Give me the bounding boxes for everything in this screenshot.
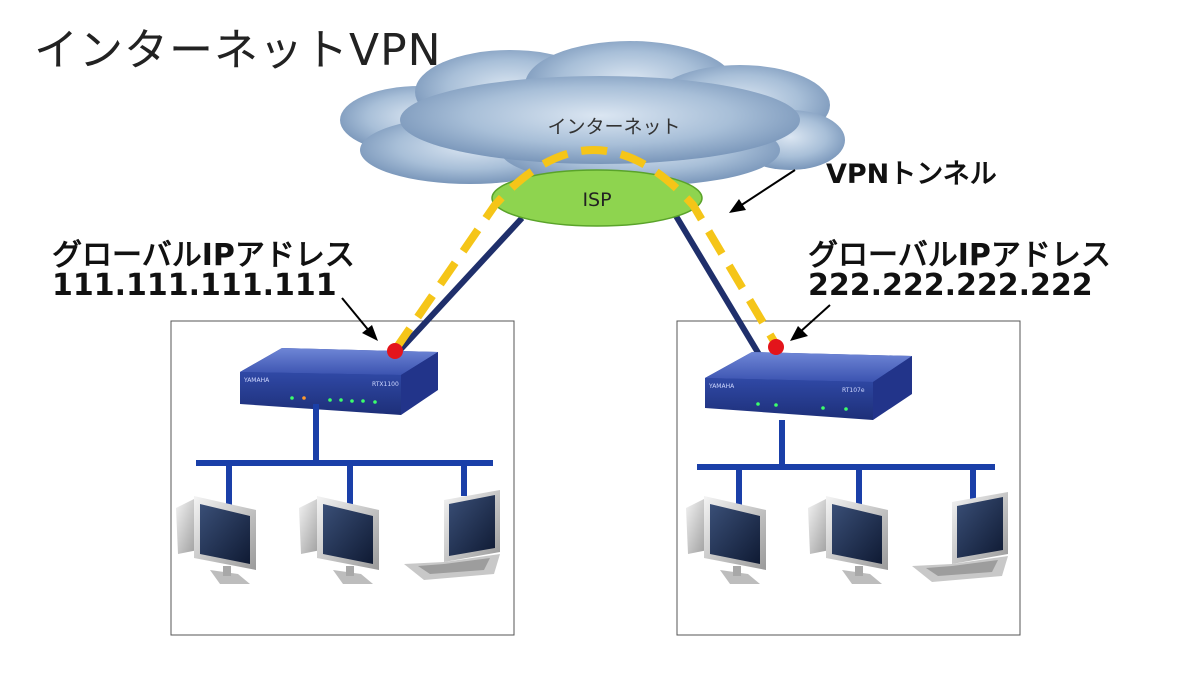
left-desktop-pc-1 <box>176 496 256 584</box>
left-router-brand: YAMAHA <box>243 377 270 384</box>
left-lan <box>196 404 493 506</box>
left-global-ip-address: 111.111.111.111 <box>52 268 337 303</box>
right-lan <box>697 420 995 506</box>
left-laptop-pc <box>404 490 500 580</box>
cloud-label: インターネット <box>547 116 680 138</box>
vpn-tunnel-label: VPNトンネル <box>826 159 997 190</box>
vpn-tunnel <box>391 146 782 353</box>
right-global-ip-endpoint <box>768 339 784 355</box>
left-wan-line <box>397 215 525 353</box>
right-router-brand: YAMAHA <box>708 383 735 390</box>
internet-cloud <box>340 41 845 186</box>
right-global-ip-address: 222.222.222.222 <box>808 268 1093 303</box>
right-ip-arrow <box>790 304 831 341</box>
isp-label: ISP <box>582 189 611 211</box>
left-global-ip-label: グローバルIPアドレス <box>52 238 355 273</box>
right-wan-line <box>673 214 763 358</box>
left-ip-arrow <box>341 297 378 341</box>
right-site-box <box>676 320 1021 636</box>
diagram-title: インターネットVPN <box>34 25 442 76</box>
right-laptop-pc <box>912 492 1008 582</box>
right-desktop-pc-1 <box>686 496 766 584</box>
right-desktop-pc-2 <box>808 496 888 584</box>
right-router-model: RT107e <box>842 387 865 394</box>
tunnel-arrow <box>729 169 796 213</box>
isp-node <box>491 169 703 227</box>
right-global-ip-label: グローバルIPアドレス <box>808 238 1111 273</box>
left-router: YAMAHA RTX1100 <box>240 348 438 415</box>
left-site-box <box>170 320 515 636</box>
right-router: YAMAHA RT107e <box>705 352 912 420</box>
left-router-model: RTX1100 <box>372 381 399 388</box>
left-desktop-pc-2 <box>299 496 379 584</box>
left-global-ip-endpoint <box>387 343 403 359</box>
